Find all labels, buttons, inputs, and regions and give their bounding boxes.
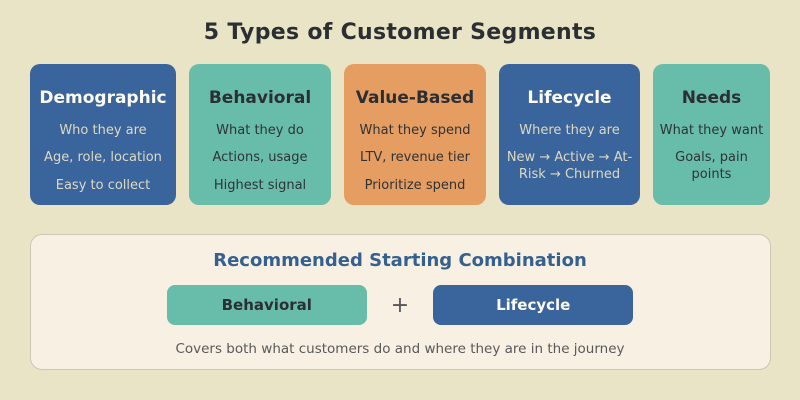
card-title: Behavioral xyxy=(208,88,312,108)
recommendation-caption: Covers both what customers do and where … xyxy=(175,341,625,357)
card-detail: Goals, pain points xyxy=(675,150,748,183)
card-detail: LTV, revenue tier xyxy=(360,150,470,166)
recommendation-heading: Recommended Starting Combination xyxy=(213,250,587,271)
card-note: Prioritize spend xyxy=(364,178,466,194)
card-subtitle: What they want xyxy=(659,122,764,138)
card-detail: Actions, usage xyxy=(212,150,308,166)
card-detail: New → Active → At-Risk → Churned xyxy=(506,150,633,183)
recommendation-combo-row: Behavioral + Lifecycle xyxy=(31,285,770,325)
segment-card-demographic: Demographic Who they are Age, role, loca… xyxy=(30,64,176,205)
lifecycle-pill: Lifecycle xyxy=(433,285,634,325)
card-title: Value-Based xyxy=(355,88,475,108)
card-note: Easy to collect xyxy=(55,178,151,194)
behavioral-pill: Behavioral xyxy=(166,285,367,325)
page-title: 5 Types of Customer Segments xyxy=(203,20,597,45)
card-title: Needs xyxy=(681,88,742,108)
card-subtitle: Who they are xyxy=(59,122,147,138)
card-title: Demographic xyxy=(39,88,167,108)
card-title: Lifecycle xyxy=(527,88,612,108)
card-subtitle: What they do xyxy=(216,122,304,138)
segment-card-behavioral: Behavioral What they do Actions, usage H… xyxy=(189,64,331,205)
card-subtitle: Where they are xyxy=(519,122,620,138)
segment-card-value-based: Value-Based What they spend LTV, revenue… xyxy=(344,64,486,205)
card-note: Highest signal xyxy=(213,178,307,194)
card-detail: Age, role, location xyxy=(44,150,162,166)
segment-card-lifecycle: Lifecycle Where they are New → Active → … xyxy=(499,64,640,205)
plus-separator: + xyxy=(390,292,410,318)
segment-cards-row: Demographic Who they are Age, role, loca… xyxy=(0,64,800,205)
card-subtitle: What they spend xyxy=(359,122,471,138)
segment-card-needs: Needs What they want Goals, pain points xyxy=(653,64,770,205)
recommendation-panel: Recommended Starting Combination Behavio… xyxy=(29,234,771,370)
